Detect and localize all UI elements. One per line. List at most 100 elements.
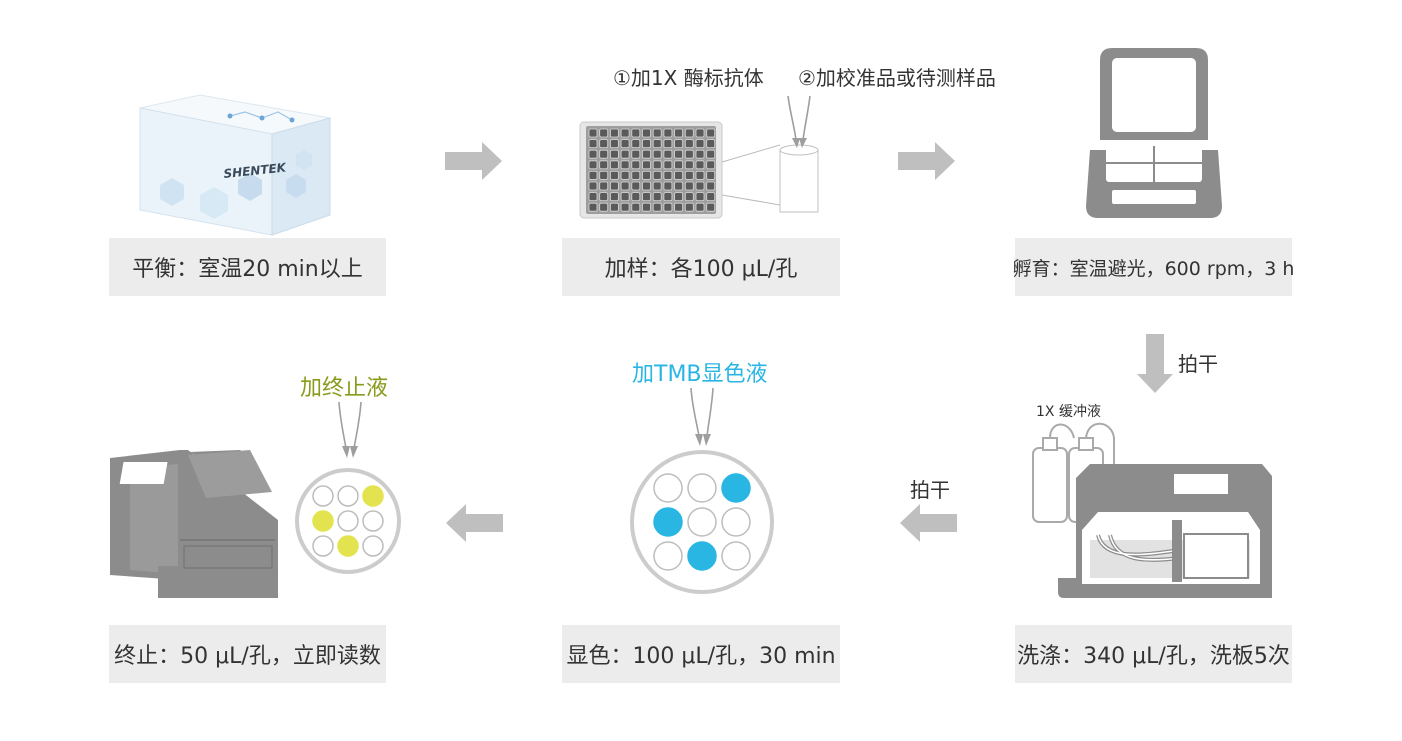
annotation-add-sample: ②加校准品或待测样品 [798,66,996,90]
annotation-add-antibody: ①加1X 酶标抗体 [613,66,764,90]
plate-well [599,160,609,170]
plate-well [674,149,683,159]
plate-well [631,170,641,180]
plate-well [663,149,673,159]
plate-well [588,128,598,138]
plate-well [652,160,662,170]
plate-well [663,192,673,202]
plate-well [588,170,598,180]
colored-well [687,541,717,571]
plate-well [706,139,716,149]
plate-well [652,139,662,149]
plate-well [695,139,705,149]
plate-well [674,128,683,138]
plate-well [631,128,641,138]
plate-well [642,181,651,191]
plate-well [620,192,630,202]
annotation-buffer: 1X 缓冲液 [1036,404,1101,420]
colored-well [362,485,384,507]
plate-well [684,181,694,191]
plate-well [695,181,705,191]
annotation-pat-dry-2: 拍干 [910,478,950,502]
empty-well [653,473,683,503]
plate-well [674,170,683,180]
plate-well [631,160,641,170]
plate-well [706,170,716,180]
plate-well [620,202,630,212]
plate-well [663,128,673,138]
brand-logo: SHENTEK [223,160,288,181]
plate-well [631,192,641,202]
plate-well [610,149,619,159]
annotation-pat-dry-1: 拍干 [1178,352,1218,376]
empty-well [337,485,359,507]
empty-well [312,535,334,557]
plate-well [684,170,694,180]
plate-well [652,192,662,202]
step-color-label: 显色：100 μL/孔，30 min [562,625,840,683]
empty-well [312,485,334,507]
colored-well [653,507,683,537]
plate-well [695,149,705,159]
plate-well [599,192,609,202]
plate-well [674,202,683,212]
empty-well [687,507,717,537]
colored-well [721,473,751,503]
plate-well [642,202,651,212]
plate-well [631,149,641,159]
plate-well [610,170,619,180]
plate-well [631,139,641,149]
plate-well [588,192,598,202]
plate-well [631,202,641,212]
plate-well [588,160,598,170]
plate-well [674,139,683,149]
plate-well [620,139,630,149]
colored-well [312,510,334,532]
plate-well [674,160,683,170]
plate-well [610,192,619,202]
plate-well [588,139,598,149]
annotation-add-stop: 加终止液 [300,376,389,401]
plate-well [642,160,651,170]
plate-well [652,128,662,138]
plate-well [663,170,673,180]
plate-well [663,139,673,149]
empty-well [362,510,384,532]
plate-well [695,170,705,180]
plate-well [642,128,651,138]
plate-well [620,160,630,170]
plate-well [610,139,619,149]
step-stop-label: 终止：50 μL/孔，立即读数 [109,625,386,683]
plate-well [684,192,694,202]
plate-well [663,202,673,212]
plate-well [642,139,651,149]
empty-well [337,510,359,532]
plate-well [610,181,619,191]
plate-well [684,160,694,170]
plate-well [684,202,694,212]
plate-well [610,202,619,212]
empty-well [362,535,384,557]
plate-well [684,128,694,138]
plate-well [674,192,683,202]
empty-well [721,541,751,571]
plate-well [695,192,705,202]
plate-well [599,139,609,149]
plate-well [695,202,705,212]
plate-well [642,170,651,180]
step-wash-label: 洗涤：340 μL/孔，洗板5次 [1015,625,1292,683]
plate-well [642,192,651,202]
plate-well [684,139,694,149]
colored-well [337,535,359,557]
step-equilibrate-label: 平衡：室温20 min以上 [109,238,386,296]
step-add-sample-label: 加样：各100 μL/孔 [562,238,840,296]
